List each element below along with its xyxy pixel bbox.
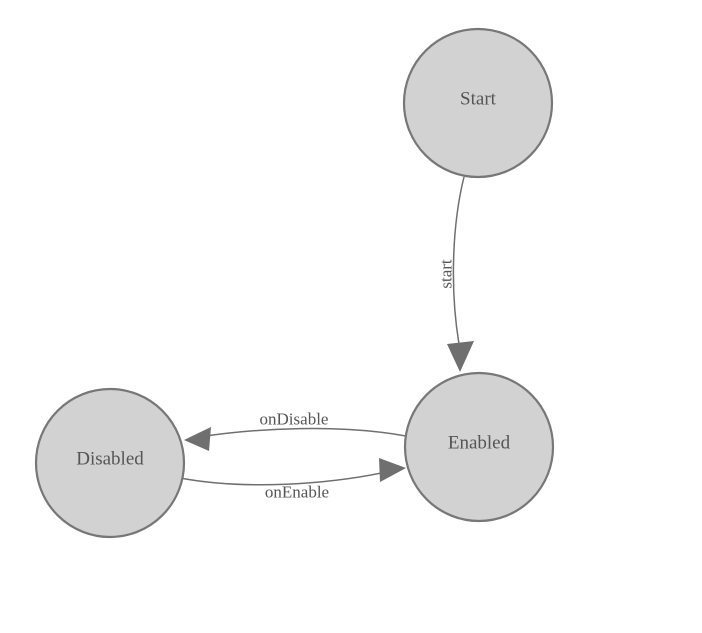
state-node-enabled[interactable]: Enabled: [403, 371, 555, 523]
state-node-disabled-label: Disabled: [76, 449, 144, 470]
state-node-enabled-label: Enabled: [448, 433, 511, 454]
transition-label-ondisable: onDisable: [260, 410, 329, 429]
transition-path-start: [452, 176, 465, 345]
transition-disabled-to-enabled[interactable]: onEnable: [179, 458, 406, 502]
transition-enabled-to-disabled[interactable]: onDisable: [184, 410, 407, 452]
arrowhead-ondisable-icon: [184, 427, 211, 451]
state-node-start-label: Start: [460, 89, 497, 110]
transition-label-start: start: [437, 259, 456, 289]
transition-start-to-enabled[interactable]: start: [437, 176, 475, 372]
state-node-start[interactable]: Start: [402, 27, 554, 179]
state-node-disabled[interactable]: Disabled: [34, 387, 186, 539]
transition-path-ondisable: [198, 427, 407, 438]
transition-label-onenable: onEnable: [265, 483, 329, 502]
state-node-start-circle: [402, 27, 554, 179]
transition-path-onenable: [179, 470, 392, 486]
state-node-enabled-circle: [403, 371, 555, 523]
arrowhead-onenable-icon: [379, 458, 406, 482]
state-node-disabled-circle: [34, 387, 186, 539]
arrowhead-start-to-enabled-icon: [447, 341, 474, 372]
